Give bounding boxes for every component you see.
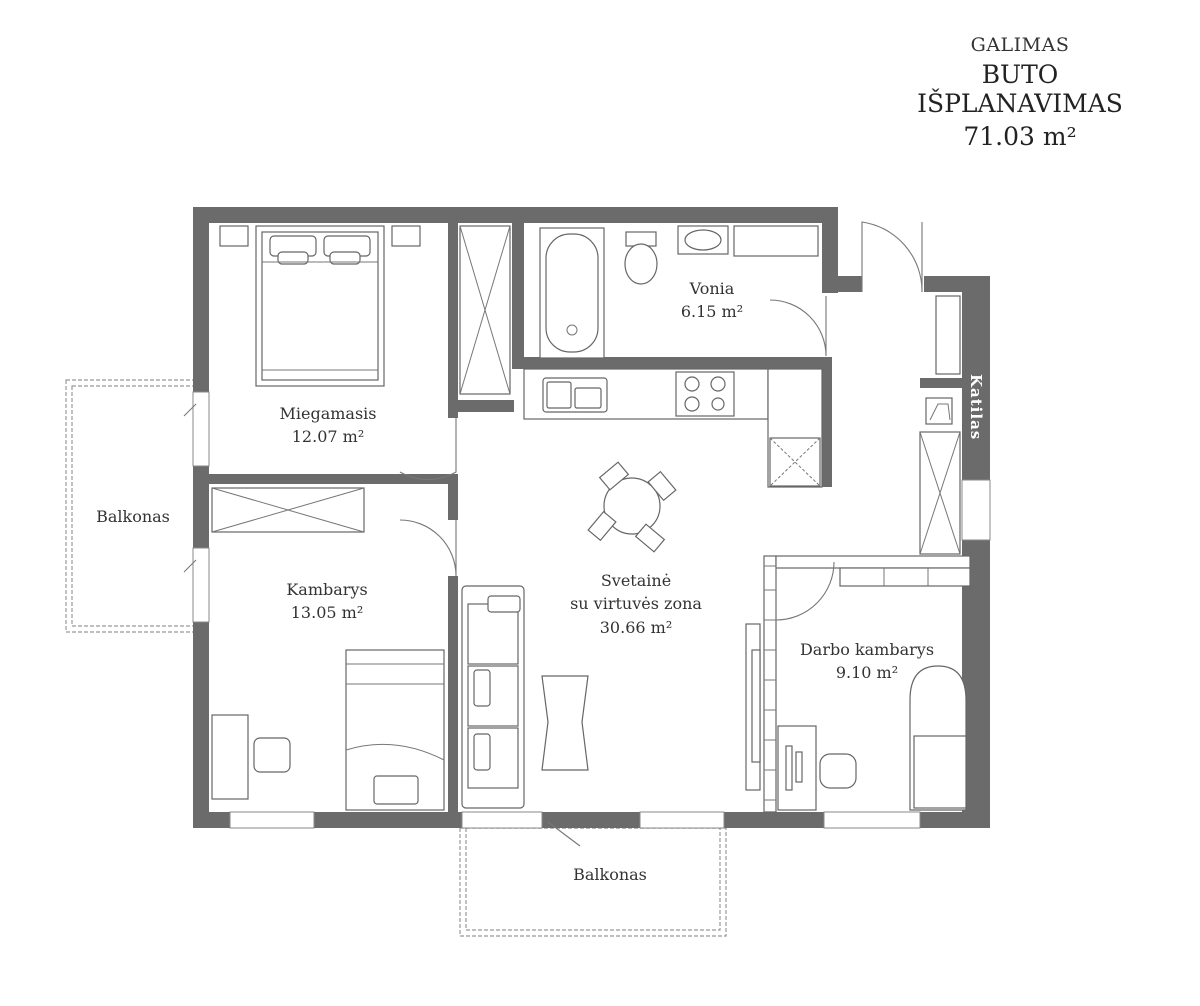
area-bathroom: 6.15 m² — [681, 302, 743, 321]
bathtub — [539, 227, 605, 359]
wardrobe-room — [211, 487, 365, 533]
label-living-1: Svetainė — [601, 571, 671, 590]
office-wall-shelf — [763, 555, 777, 813]
label-room: Kambarys — [286, 580, 367, 599]
area-room: 13.05 m² — [291, 603, 363, 622]
fridge — [769, 437, 821, 487]
plan-title-line1: GALIMAS — [970, 34, 1070, 56]
windows — [192, 391, 991, 829]
office-chair — [819, 753, 857, 789]
plan-title-line2: BUTO IŠPLANAVIMAS — [917, 60, 1123, 118]
label-bedroom: Miegamasis — [280, 404, 377, 423]
toilet — [624, 231, 658, 285]
balcony-left — [65, 379, 195, 633]
coffee-table — [541, 675, 589, 771]
sofa — [461, 585, 525, 809]
label-bathroom: Vonia — [689, 279, 735, 298]
area-office: 9.10 m² — [836, 663, 898, 682]
office-top-shelf — [775, 555, 971, 587]
tv-unit — [745, 623, 761, 791]
double-bed — [255, 225, 385, 387]
nightstand-left — [219, 225, 249, 247]
label-office: Darbo kambarys — [800, 640, 934, 659]
label-living-2: su virtuvės zona — [570, 594, 702, 613]
office-desk — [777, 725, 817, 811]
desk-room — [211, 714, 249, 800]
washing-machine — [733, 225, 819, 257]
hall-bench — [935, 295, 961, 375]
single-bed — [345, 649, 445, 811]
sink-bathroom — [677, 225, 729, 255]
kitchen-sink — [542, 377, 608, 413]
plan-total-area: 71.03 m² — [963, 122, 1077, 151]
plan-title-block: GALIMAS BUTO IŠPLANAVIMAS 71.03 m² — [880, 34, 1160, 151]
area-bedroom: 12.07 m² — [292, 427, 364, 446]
chair-room — [253, 737, 291, 773]
doors — [183, 221, 923, 847]
dining-table — [587, 461, 677, 553]
hall-wardrobe — [919, 431, 961, 555]
area-living: 30.66 m² — [600, 618, 672, 637]
stove — [675, 371, 735, 417]
nightstand-right — [391, 225, 421, 247]
office-sofa — [909, 665, 967, 811]
boiler — [925, 397, 953, 425]
label-boiler: Katilas — [967, 374, 985, 440]
walls — [193, 207, 990, 828]
label-balcony-bottom: Balkonas — [573, 865, 647, 884]
wardrobe-bedroom — [459, 225, 511, 395]
label-balcony-left: Balkonas — [96, 507, 170, 526]
